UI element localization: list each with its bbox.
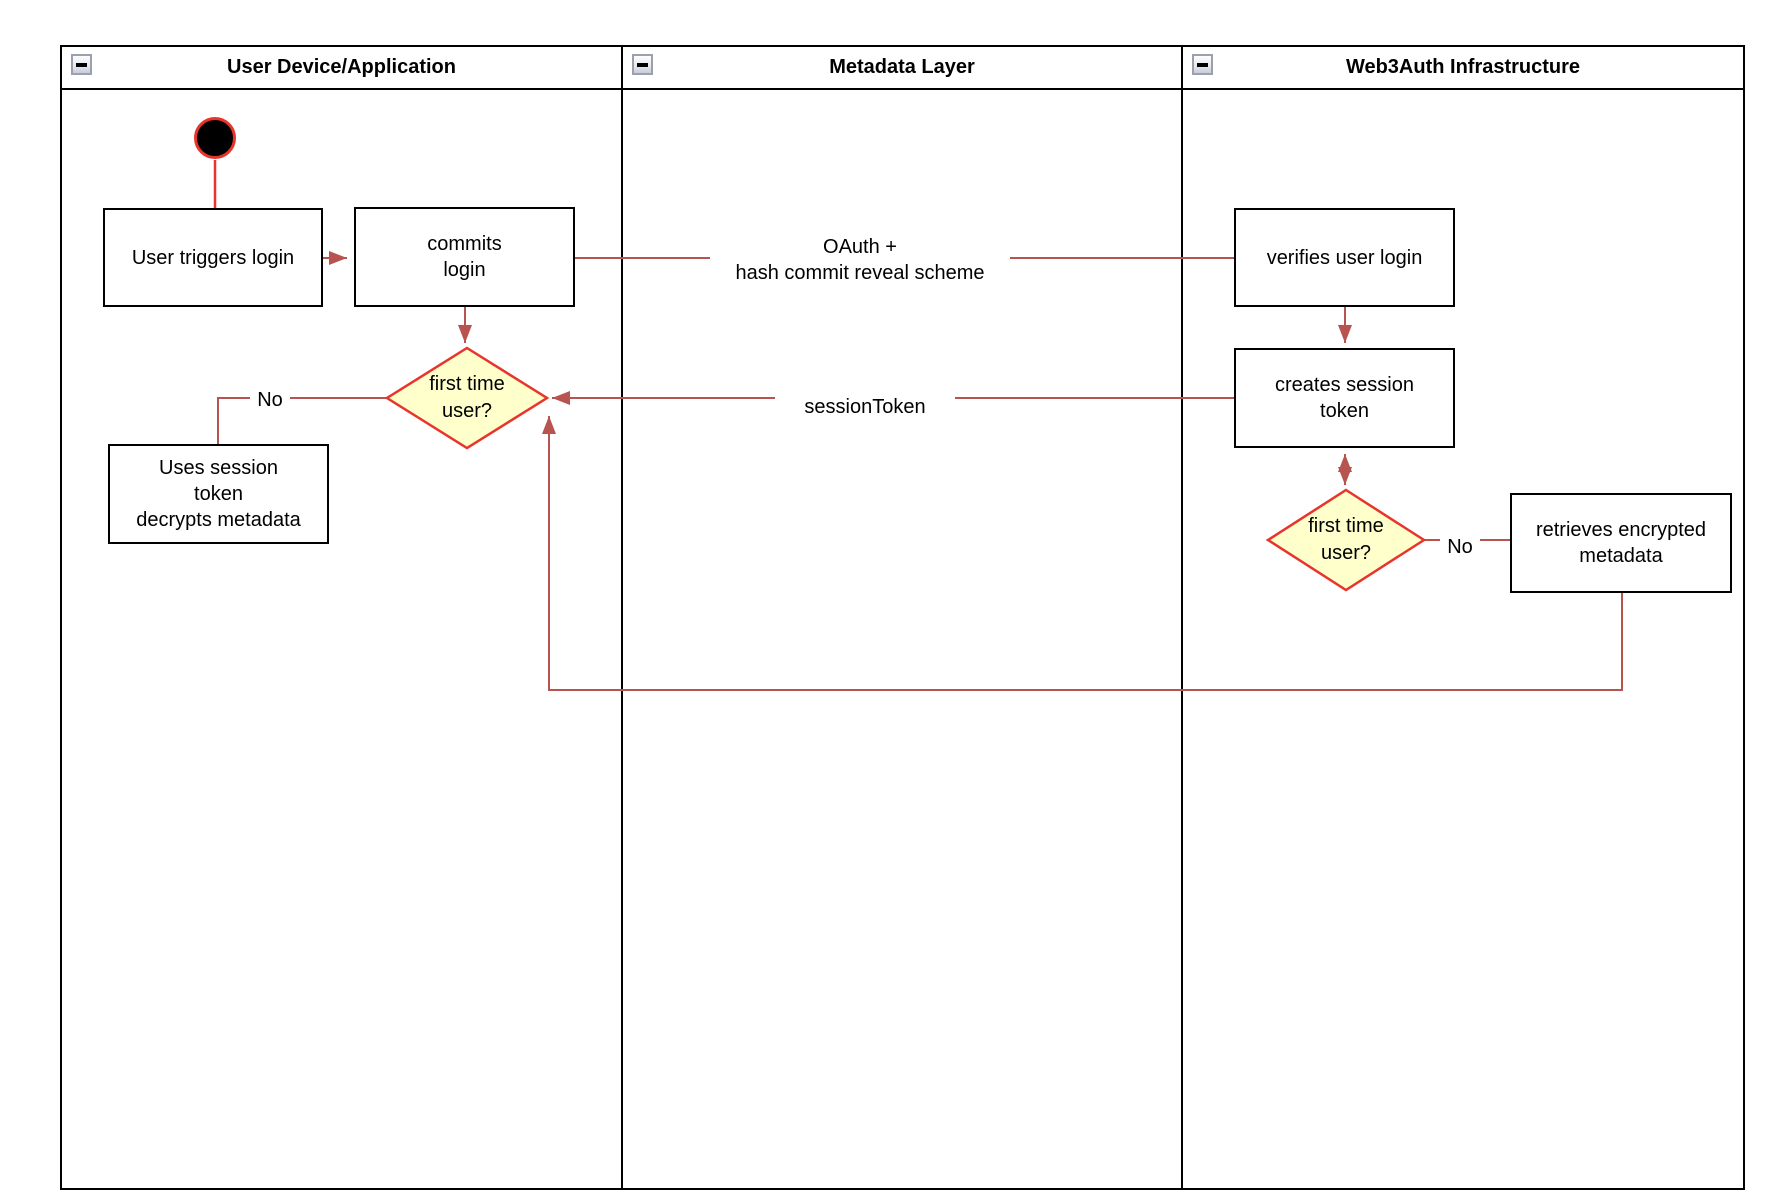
swimlane-metadata-layer: Metadata Layer — [623, 47, 1183, 1188]
decision2-diamond[interactable] — [1265, 488, 1427, 592]
edge-label-session-token: sessionToken — [775, 394, 955, 420]
swimlane-pool: User Device/Application Metadata Layer W… — [60, 45, 1745, 1190]
edge-label-oauth: OAuth + hash commit reveal scheme — [710, 234, 1010, 286]
lane-title-user-device: User Device/Application — [227, 56, 456, 78]
collapse-icon[interactable] — [71, 54, 92, 75]
lane-header-web3auth: Web3Auth Infrastructure — [1183, 47, 1743, 90]
node-verifies-user-login[interactable]: verifies user login — [1234, 208, 1455, 307]
collapse-icon[interactable] — [632, 54, 653, 75]
edge-label-no-2: No — [1440, 534, 1480, 560]
lane-title-metadata-layer: Metadata Layer — [829, 56, 975, 78]
swimlane-user-device: User Device/Application — [62, 47, 623, 1188]
minus-glyph — [76, 62, 87, 67]
decision1-label: first time user? — [429, 373, 505, 422]
node-retrieves-encrypted-metadata[interactable]: retrieves encrypted metadata — [1510, 493, 1732, 593]
minus-glyph — [637, 62, 648, 67]
node-commits-login[interactable]: commits login — [354, 207, 575, 307]
node-uses-session-token[interactable]: Uses session token decrypts metadata — [108, 444, 329, 544]
collapse-icon[interactable] — [1192, 54, 1213, 75]
node-creates-session-token[interactable]: creates session token — [1234, 348, 1455, 448]
lane-title-web3auth: Web3Auth Infrastructure — [1345, 56, 1581, 78]
node-user-triggers-login[interactable]: User triggers login — [103, 208, 323, 307]
swimlane-web3auth: Web3Auth Infrastructure — [1183, 47, 1743, 1188]
edge-label-no-1: No — [250, 387, 290, 413]
minus-glyph — [1197, 62, 1208, 67]
start-node[interactable] — [194, 117, 236, 159]
lane-header-metadata-layer: Metadata Layer — [623, 47, 1181, 90]
decision1-diamond[interactable] — [384, 346, 550, 450]
lane-header-user-device: User Device/Application — [62, 47, 621, 90]
edge-retrieves-to-decision1 — [542, 416, 1623, 691]
edge-decision1-no — [217, 397, 387, 444]
decision2-label: first time user? — [1308, 515, 1384, 564]
